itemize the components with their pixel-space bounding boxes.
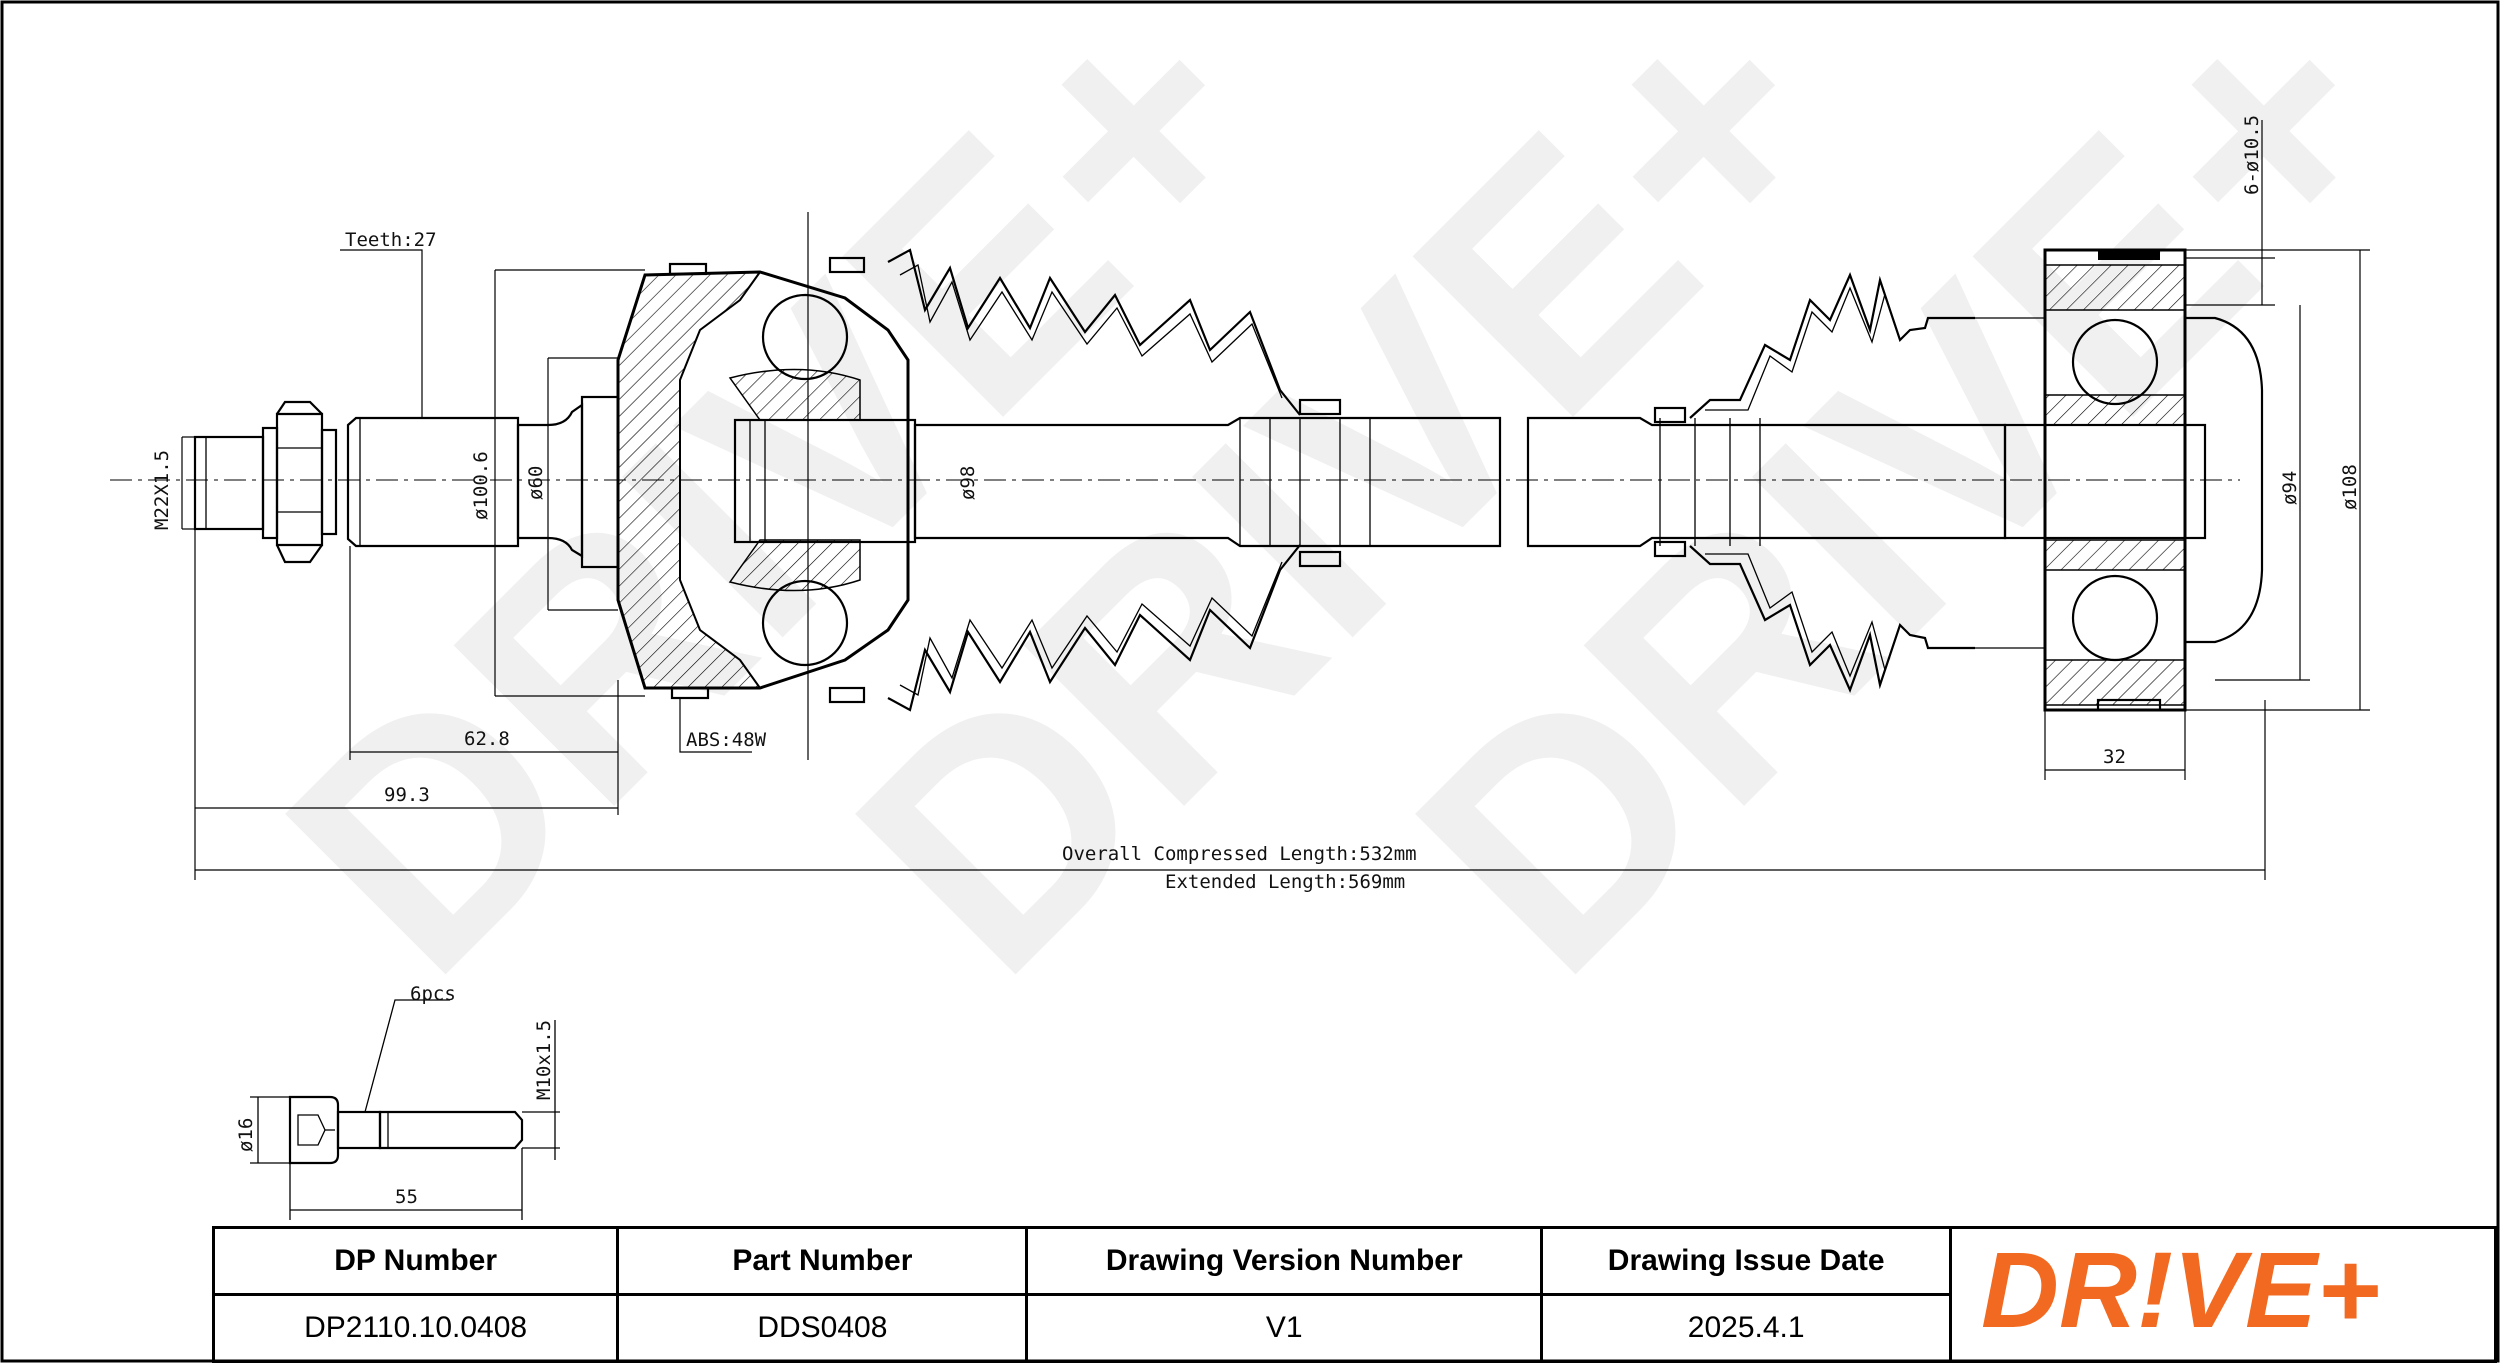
drawing-date-header: Drawing Issue Date xyxy=(1540,1226,1953,1296)
teeth-label: Teeth:27 xyxy=(345,229,437,251)
overall-length-label: Overall Compressed Length:532mm xyxy=(1062,843,1417,865)
bolt-detail xyxy=(250,999,560,1220)
drawing-version-header: Drawing Version Number xyxy=(1025,1226,1544,1296)
brand-logo-cell: DR!VE+ xyxy=(1949,1226,2497,1363)
part-number-header: Part Number xyxy=(616,1226,1029,1296)
len-32-label: 32 xyxy=(2103,746,2126,768)
inner-boot xyxy=(1689,272,1975,693)
dp-number-header: DP Number xyxy=(211,1226,620,1296)
dia-100-6-label: ø100.6 xyxy=(470,451,492,520)
len-99-3-label: 99.3 xyxy=(384,784,430,806)
bolt-thread-label: M10x1.5 xyxy=(533,1020,555,1100)
outer-boot xyxy=(887,248,1342,712)
dp-number-value: DP2110.10.0408 xyxy=(211,1293,620,1363)
dia-94-label: ø94 xyxy=(2279,471,2301,505)
drawing-version-value: V1 xyxy=(1025,1293,1544,1363)
inner-cv-joint xyxy=(1928,248,2264,712)
abs-label: ABS:48W xyxy=(686,729,767,751)
dia-60-label: ø60 xyxy=(525,466,547,500)
brand-logo-text: DR!VE+ xyxy=(1981,1232,2380,1350)
extended-length-label: Extended Length:569mm xyxy=(1165,871,1405,893)
len-62-8-label: 62.8 xyxy=(464,728,510,750)
thread-label: M22X1.5 xyxy=(151,450,173,530)
dimension-lines xyxy=(181,120,2370,880)
outer-cv-joint xyxy=(616,256,917,704)
part-number-value: DDS0408 xyxy=(616,1293,1029,1363)
bolt-length-label: 55 xyxy=(395,1186,418,1208)
dia-98-label: ø98 xyxy=(957,466,979,500)
bolt-head-dia-label: ø16 xyxy=(235,1118,257,1152)
title-block: DP Number Part Number Drawing Version Nu… xyxy=(211,1226,2497,1363)
dia-108-label: ø108 xyxy=(2339,464,2361,510)
holes-label: 6-ø10.5 xyxy=(2241,115,2263,195)
brand-logo: DR!VE+ xyxy=(1981,1229,2380,1350)
drawing-date-value: 2025.4.1 xyxy=(1540,1293,1953,1363)
bolt-qty-label: 6pcs xyxy=(410,983,456,1005)
